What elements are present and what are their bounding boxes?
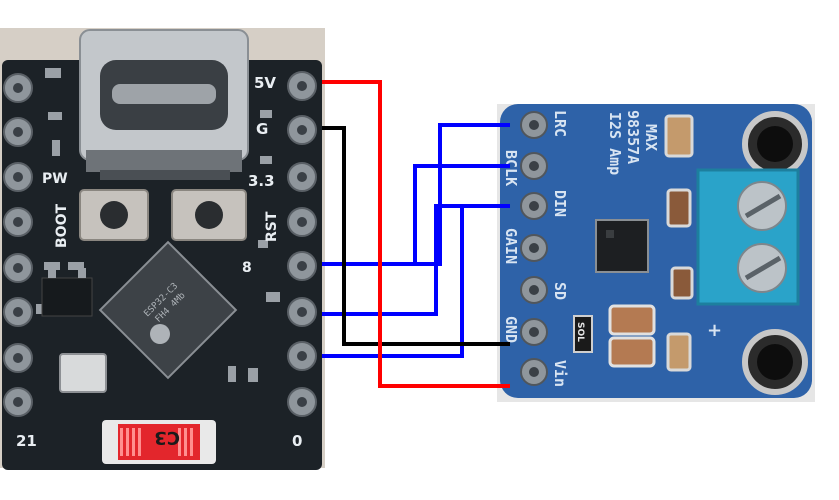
wire-din-b	[322, 204, 510, 358]
wire-power	[322, 80, 510, 388]
voltage-regulator	[41, 268, 93, 317]
label-g: G	[256, 120, 268, 138]
screw-terminal	[696, 168, 800, 306]
label-5v: 5V	[254, 74, 276, 92]
esp32-board: ESP32-C3 FH4 4Mb 5V G PW 3.3 BOOT RST 8 …	[0, 28, 325, 470]
boot-button[interactable]	[79, 189, 149, 241]
label-3v3: 3.3	[248, 172, 275, 190]
amp-passives: SOL	[573, 114, 694, 372]
usb-c-connector	[79, 29, 249, 180]
resistor-marking: SOL	[575, 322, 585, 342]
plus-marking: +	[707, 320, 722, 341]
left-pin-header	[3, 73, 33, 417]
chip-marking-c3: C3	[154, 427, 180, 448]
esp32-c3-chip: ESP32-C3 FH4 4Mb	[98, 240, 238, 380]
label-pin-21: 21	[16, 432, 37, 450]
label-bclk: BCLK	[502, 150, 520, 186]
antenna-chip	[102, 420, 216, 464]
label-rst: RST	[264, 211, 280, 242]
label-pin-8: 8	[242, 260, 252, 276]
amp-pin-labels: LRC BCLK DIN GAIN SD GND Vin	[502, 110, 569, 387]
title-part: 98357A	[624, 110, 642, 164]
amp-title: MAX 98357A I2S Amp	[606, 110, 660, 175]
label-gain: GAIN	[502, 228, 520, 264]
max98357a-board: LRC BCLK DIN GAIN SD GND Vin MAX 98357A …	[497, 104, 815, 402]
right-pin-header	[287, 71, 317, 417]
label-gnd: GND	[502, 316, 520, 343]
reset-button[interactable]	[171, 189, 247, 241]
espressif-logo	[150, 324, 170, 344]
title-max: MAX	[642, 124, 660, 151]
title-i2s: I2S Amp	[606, 112, 624, 175]
mounting-holes	[742, 111, 808, 395]
label-din: DIN	[551, 190, 569, 217]
max98357a-ic	[595, 219, 649, 273]
label-lrc: LRC	[551, 110, 569, 137]
amp-pin-header	[520, 111, 548, 386]
wire-bclk	[322, 164, 510, 266]
label-boot: BOOT	[54, 204, 70, 248]
label-pin-0: 0	[292, 432, 302, 450]
wire-ground	[322, 126, 510, 346]
crystal-oscillator	[59, 353, 107, 393]
label-pw: PW	[42, 171, 68, 187]
label-vin: Vin	[551, 360, 569, 387]
wires	[322, 80, 510, 388]
label-sd: SD	[551, 282, 569, 300]
